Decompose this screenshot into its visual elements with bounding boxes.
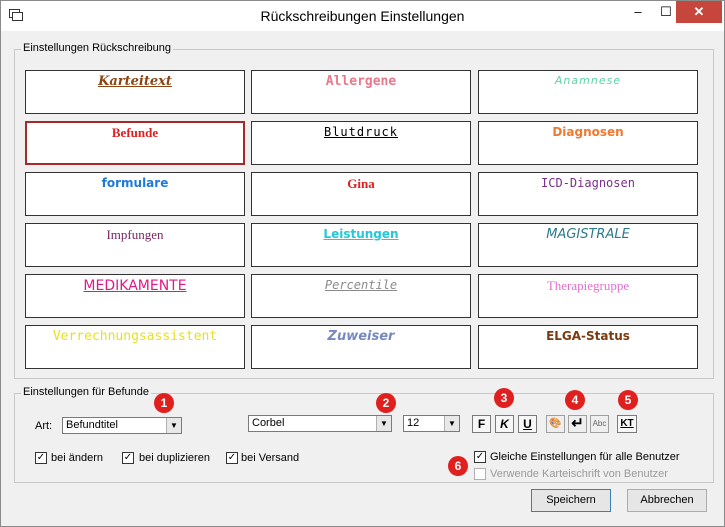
label-bei-aendern: bei ändern — [51, 452, 103, 464]
font-select[interactable]: Corbel ▼ — [248, 415, 392, 432]
cell-percentile[interactable]: Percentile — [251, 274, 471, 318]
cell-label: Befunde — [111, 125, 159, 140]
cell-label: MEDIKAMENTE — [83, 278, 187, 294]
cell-label: Leistungen — [323, 227, 399, 241]
chevron-down-icon: ▼ — [166, 418, 181, 433]
badge-2: 2 — [376, 393, 396, 413]
underline-button[interactable]: U — [518, 415, 537, 433]
italic-button[interactable]: K — [495, 415, 514, 433]
checkbox-bei-duplizieren[interactable]: ✓ — [122, 452, 134, 464]
cell-label: Zuweiser — [327, 329, 395, 344]
cell-label: Therapiegruppe — [546, 278, 630, 293]
cell-label: Allergene — [325, 74, 397, 89]
kt-button[interactable]: KT — [617, 415, 637, 433]
font-size-value: 12 — [407, 417, 420, 429]
befunde-settings-legend: Einstellungen für Befunde — [21, 386, 151, 398]
cell-label: MAGISTRALE — [546, 227, 630, 242]
label-gleiche-einstellungen: Gleiche Einstellungen für alle Benutzer — [490, 451, 680, 463]
cell-befunde[interactable]: Befunde — [25, 121, 245, 165]
badge-3: 3 — [494, 388, 514, 408]
cell-verrechnungsassistent[interactable]: Verrechnungsassistent — [25, 325, 245, 369]
cell-magistrale[interactable]: MAGISTRALE — [478, 223, 698, 267]
chevron-down-icon: ▼ — [376, 416, 391, 431]
cell-impfungen[interactable]: Impfungen — [25, 223, 245, 267]
color-palette-icon[interactable]: 🎨 — [546, 415, 565, 433]
cell-label: Impfungen — [106, 227, 164, 242]
cell-formulare[interactable]: formulare — [25, 172, 245, 216]
save-button[interactable]: Speichern — [531, 489, 611, 512]
cell-label: ELGA-Status — [546, 329, 630, 343]
cell-label: ICD-Diagnosen — [541, 176, 635, 190]
window-title: Rückschreibungen Einstellungen — [260, 8, 465, 24]
bold-button[interactable]: F — [472, 415, 491, 433]
cell-label: Karteitext — [98, 74, 172, 89]
app-icon — [9, 9, 23, 21]
cell-zuweiser[interactable]: Zuweiser — [251, 325, 471, 369]
cell-allergene[interactable]: Allergene — [251, 70, 471, 114]
cell-blutdruck[interactable]: Blutdruck — [251, 121, 471, 165]
cell-label: Percentile — [324, 278, 398, 292]
cell-anamnese[interactable]: Anamnese — [478, 70, 698, 114]
font-size-select[interactable]: 12 ▼ — [403, 415, 460, 432]
badge-5: 5 — [618, 390, 638, 410]
cell-label: Diagnosen — [552, 125, 624, 139]
cell-karteitext[interactable]: Karteitext — [25, 70, 245, 114]
cancel-button-label: Abbrechen — [640, 494, 694, 506]
checkbox-gleiche-einstellungen[interactable]: ✓ — [474, 451, 486, 463]
label-bei-versand: bei Versand — [241, 452, 300, 464]
label-bei-duplizieren: bei duplizieren — [139, 452, 210, 464]
label-verwende-karteischrift: Verwende Karteischrift von Benutzer — [490, 468, 668, 480]
minimize-button[interactable]: – — [634, 4, 642, 19]
cell-label: Gina — [347, 176, 375, 191]
badge-1: 1 — [154, 393, 174, 413]
checkbox-bei-versand[interactable]: ✓ — [226, 452, 238, 464]
cell-leistungen[interactable]: Leistungen — [251, 223, 471, 267]
save-button-label: Speichern — [546, 494, 596, 506]
font-select-value: Corbel — [252, 417, 285, 429]
maximize-button[interactable]: ☐ — [660, 4, 672, 19]
befunde-settings-group: Einstellungen für Befunde — [14, 386, 714, 483]
cell-elga-status[interactable]: ELGA-Status — [478, 325, 698, 369]
art-select[interactable]: Befundtitel ▼ — [62, 417, 182, 434]
art-select-value: Befundtitel — [66, 419, 118, 431]
cell-diagnosen[interactable]: Diagnosen — [478, 121, 698, 165]
rueckschreibung-legend: Einstellungen Rückschreibung — [21, 42, 173, 54]
chevron-down-icon: ▼ — [444, 416, 459, 431]
cell-medikamente[interactable]: MEDIKAMENTE — [25, 274, 245, 318]
return-arrow-icon[interactable]: ↵ — [568, 415, 587, 433]
cell-label: Verrechnungsassistent — [52, 329, 218, 344]
close-button[interactable]: ✕ — [676, 1, 722, 23]
cell-label: formulare — [101, 176, 169, 190]
badge-6: 6 — [448, 456, 468, 476]
checkbox-bei-aendern[interactable]: ✓ — [35, 452, 47, 464]
cell-label: Blutdruck — [323, 125, 399, 139]
abc-icon[interactable]: Abc — [590, 415, 609, 433]
checkbox-verwende-karteischrift[interactable] — [474, 468, 486, 480]
title-bar: Rückschreibungen Einstellungen – ☐ ✕ — [1, 1, 724, 31]
cell-label: Anamnese — [554, 74, 622, 87]
cancel-button[interactable]: Abbrechen — [627, 489, 707, 512]
cell-icd-diagnosen[interactable]: ICD-Diagnosen — [478, 172, 698, 216]
cell-gina[interactable]: Gina — [251, 172, 471, 216]
art-label: Art: — [35, 420, 53, 432]
cell-therapiegruppe[interactable]: Therapiegruppe — [478, 274, 698, 318]
badge-4: 4 — [565, 390, 585, 410]
